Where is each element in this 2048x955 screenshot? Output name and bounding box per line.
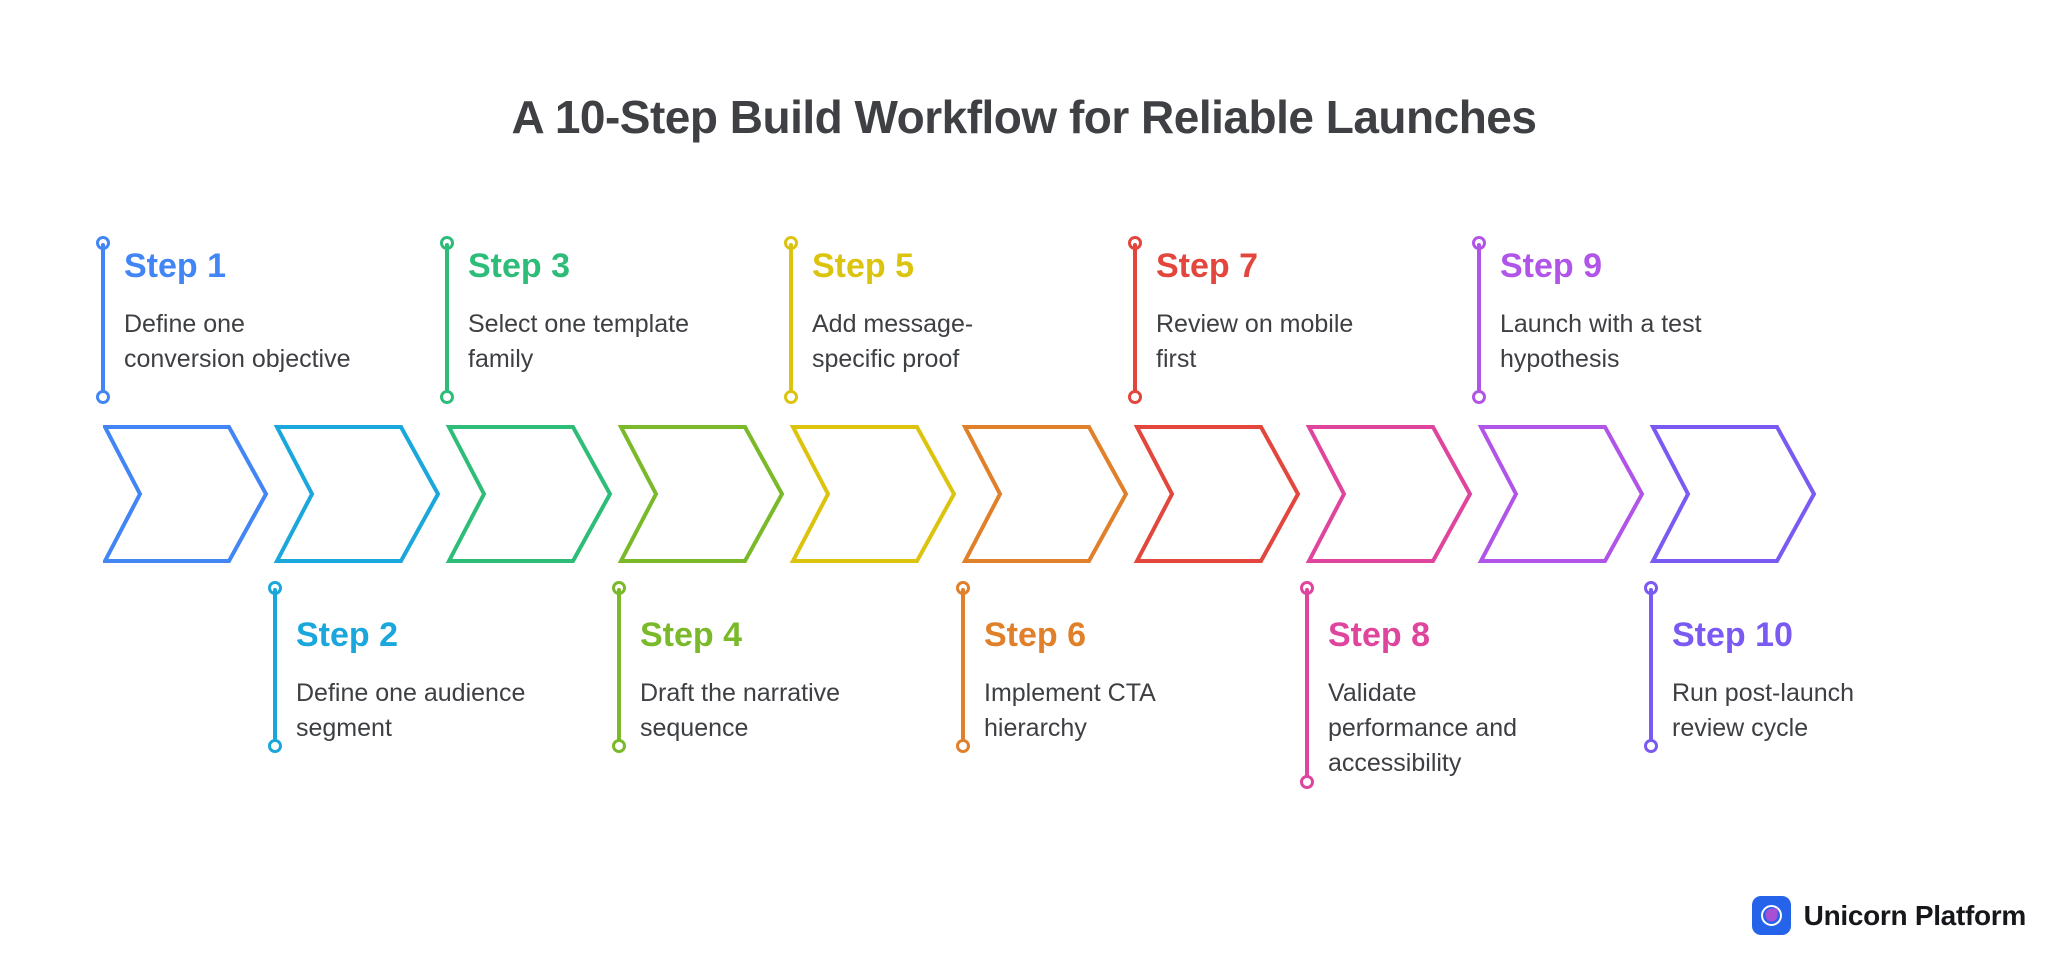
step-label: Step 3	[468, 247, 571, 285]
step-label: Step 2	[296, 616, 399, 654]
step-label: Step 4	[640, 616, 743, 654]
step-content: Step 8 Validate performance and accessib…	[1328, 615, 1596, 781]
connector-line	[101, 243, 105, 397]
connector-line	[1477, 243, 1481, 397]
step-connector	[612, 581, 626, 753]
chevron-strip	[103, 425, 1817, 563]
step-label: Step 10	[1672, 616, 1793, 654]
connector-dot-bottom-icon	[1128, 390, 1142, 404]
step-description: Validate performance and accessibility	[1328, 678, 1518, 777]
step-label: Step 1	[124, 247, 227, 285]
connector-dot-bottom-icon	[96, 390, 110, 404]
connector-line	[617, 588, 621, 746]
chevron-step-9	[1477, 425, 1645, 563]
step-content: Step 7 Review on mobile first	[1156, 246, 1424, 377]
connector-dot-bottom-icon	[268, 739, 282, 753]
logo-drop	[1765, 908, 1778, 922]
logo-ring	[1760, 905, 1782, 926]
step-connector	[956, 581, 970, 753]
step-content: Step 1 Define one conversion objective	[124, 246, 392, 377]
step-description: Run post-launch review cycle	[1672, 678, 1855, 742]
connector-dot-bottom-icon	[612, 739, 626, 753]
step-description: Review on mobile first	[1156, 309, 1354, 373]
step-content: Step 6 Implement CTA hierarchy	[984, 615, 1252, 746]
connector-line	[1305, 588, 1309, 782]
step-connector	[1300, 581, 1314, 789]
connector-line	[1133, 243, 1137, 397]
step-connector	[268, 581, 282, 753]
step-label: Step 8	[1328, 616, 1431, 654]
connector-dot-bottom-icon	[1472, 390, 1486, 404]
step-connector	[1644, 581, 1658, 753]
step-connector	[784, 236, 798, 404]
chevron-step-7	[1133, 425, 1301, 563]
connector-dot-bottom-icon	[1644, 739, 1658, 753]
step-connector	[1128, 236, 1142, 404]
step-description: Select one template family	[468, 309, 689, 373]
connector-line	[961, 588, 965, 746]
chevron-step-4	[617, 425, 785, 563]
connector-dot-bottom-icon	[1300, 775, 1314, 789]
step-content: Step 5 Add message- specific proof	[812, 246, 1080, 377]
step-connector	[440, 236, 454, 404]
step-content: Step 10 Run post-launch review cycle	[1672, 615, 1940, 746]
chevron-step-2	[273, 425, 441, 563]
chevron-step-10	[1649, 425, 1817, 563]
step-content: Step 2 Define one audience segment	[296, 615, 564, 746]
step-description: Define one audience segment	[296, 678, 526, 742]
step-description: Launch with a test hypothesis	[1500, 309, 1702, 373]
step-content: Step 3 Select one template family	[468, 246, 736, 377]
step-description: Draft the narrative sequence	[640, 678, 841, 742]
brand-name: Unicorn Platform	[1803, 899, 2027, 931]
connector-line	[789, 243, 793, 397]
step-label: Step 7	[1156, 247, 1259, 285]
connector-line	[1649, 588, 1653, 746]
chevron-step-1	[103, 425, 269, 563]
chevron-step-3	[445, 425, 613, 563]
step-connector	[1472, 236, 1486, 404]
connector-line	[445, 243, 449, 397]
brand-logo: Unicorn Platform	[1751, 896, 2027, 935]
connector-dot-bottom-icon	[440, 390, 454, 404]
chevron-step-6	[961, 425, 1129, 563]
step-description: Implement CTA hierarchy	[984, 678, 1156, 742]
connector-dot-bottom-icon	[956, 739, 970, 753]
step-label: Step 5	[812, 247, 915, 285]
connector-line	[273, 588, 277, 746]
step-content: Step 4 Draft the narrative sequence	[640, 615, 908, 746]
unicorn-platform-logo-icon	[1751, 896, 1791, 935]
step-description: Add message- specific proof	[812, 309, 974, 373]
connector-dot-bottom-icon	[784, 390, 798, 404]
page-title: A 10-Step Build Workflow for Reliable La…	[511, 91, 1537, 143]
step-label: Step 9	[1500, 247, 1603, 285]
chevron-step-8	[1305, 425, 1473, 563]
step-description: Define one conversion objective	[124, 309, 351, 373]
chevron-step-5	[789, 425, 957, 563]
step-label: Step 6	[984, 616, 1087, 654]
step-connector	[96, 236, 110, 404]
step-content: Step 9 Launch with a test hypothesis	[1500, 246, 1768, 377]
